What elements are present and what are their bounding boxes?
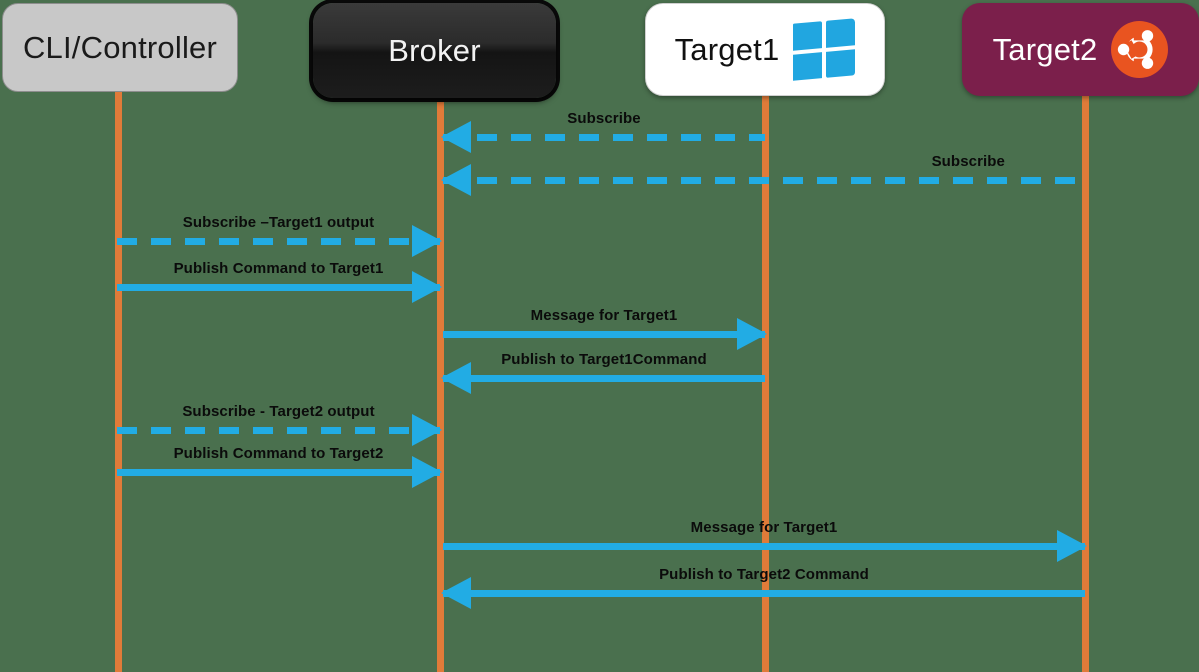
message-line: [443, 331, 765, 338]
message-label: Subscribe –Target1 output: [182, 214, 375, 231]
arrowhead-icon: [412, 271, 442, 303]
message-label: Subscribe - Target2 output: [182, 403, 375, 420]
message-line: [117, 469, 440, 476]
message-line: [117, 427, 440, 434]
message-line: [443, 134, 765, 141]
participant-target2-label: Target2: [992, 31, 1098, 67]
message-line: [443, 543, 1085, 550]
message-line: [443, 375, 765, 382]
lifeline-target1: [762, 88, 769, 672]
message-label: Subscribe: [931, 153, 1005, 170]
message-label: Message for Target1: [690, 519, 838, 536]
windows-logo-icon: [793, 18, 856, 81]
arrowhead-icon: [412, 414, 442, 446]
arrowhead-icon: [412, 225, 442, 257]
message-line: [117, 284, 440, 291]
lifeline-cli: [115, 88, 122, 672]
message-label: Publish to Target2 Command: [659, 566, 869, 583]
participant-cli[interactable]: CLI/Controller: [2, 3, 238, 92]
lifeline-target2: [1082, 88, 1089, 672]
arrowhead-icon: [737, 318, 767, 350]
arrowhead-icon: [441, 164, 471, 196]
arrowhead-icon: [441, 577, 471, 609]
message-label: Publish Command to Target2: [173, 445, 384, 462]
participant-target1[interactable]: Target1: [645, 3, 885, 96]
message-label: Subscribe: [567, 110, 641, 127]
message-label: Publish to Target1Command: [501, 351, 707, 368]
arrowhead-icon: [441, 362, 471, 394]
lifeline-broker: [437, 88, 444, 672]
message-line: [117, 238, 440, 245]
message-label: Message for Target1: [530, 307, 678, 324]
participant-target1-label: Target1: [674, 31, 780, 67]
message-label: Publish Command to Target1: [173, 260, 384, 277]
participant-cli-label: CLI/Controller: [22, 29, 218, 65]
participant-target2[interactable]: Target2: [962, 3, 1199, 96]
arrowhead-icon: [412, 456, 442, 488]
participant-broker-label: Broker: [388, 32, 481, 68]
ubuntu-logo-icon: [1111, 21, 1169, 78]
arrowhead-icon: [1057, 530, 1087, 562]
participant-broker[interactable]: Broker: [313, 3, 556, 98]
arrowhead-icon: [441, 121, 471, 153]
message-line: [443, 590, 1085, 597]
message-line: [443, 177, 1085, 184]
